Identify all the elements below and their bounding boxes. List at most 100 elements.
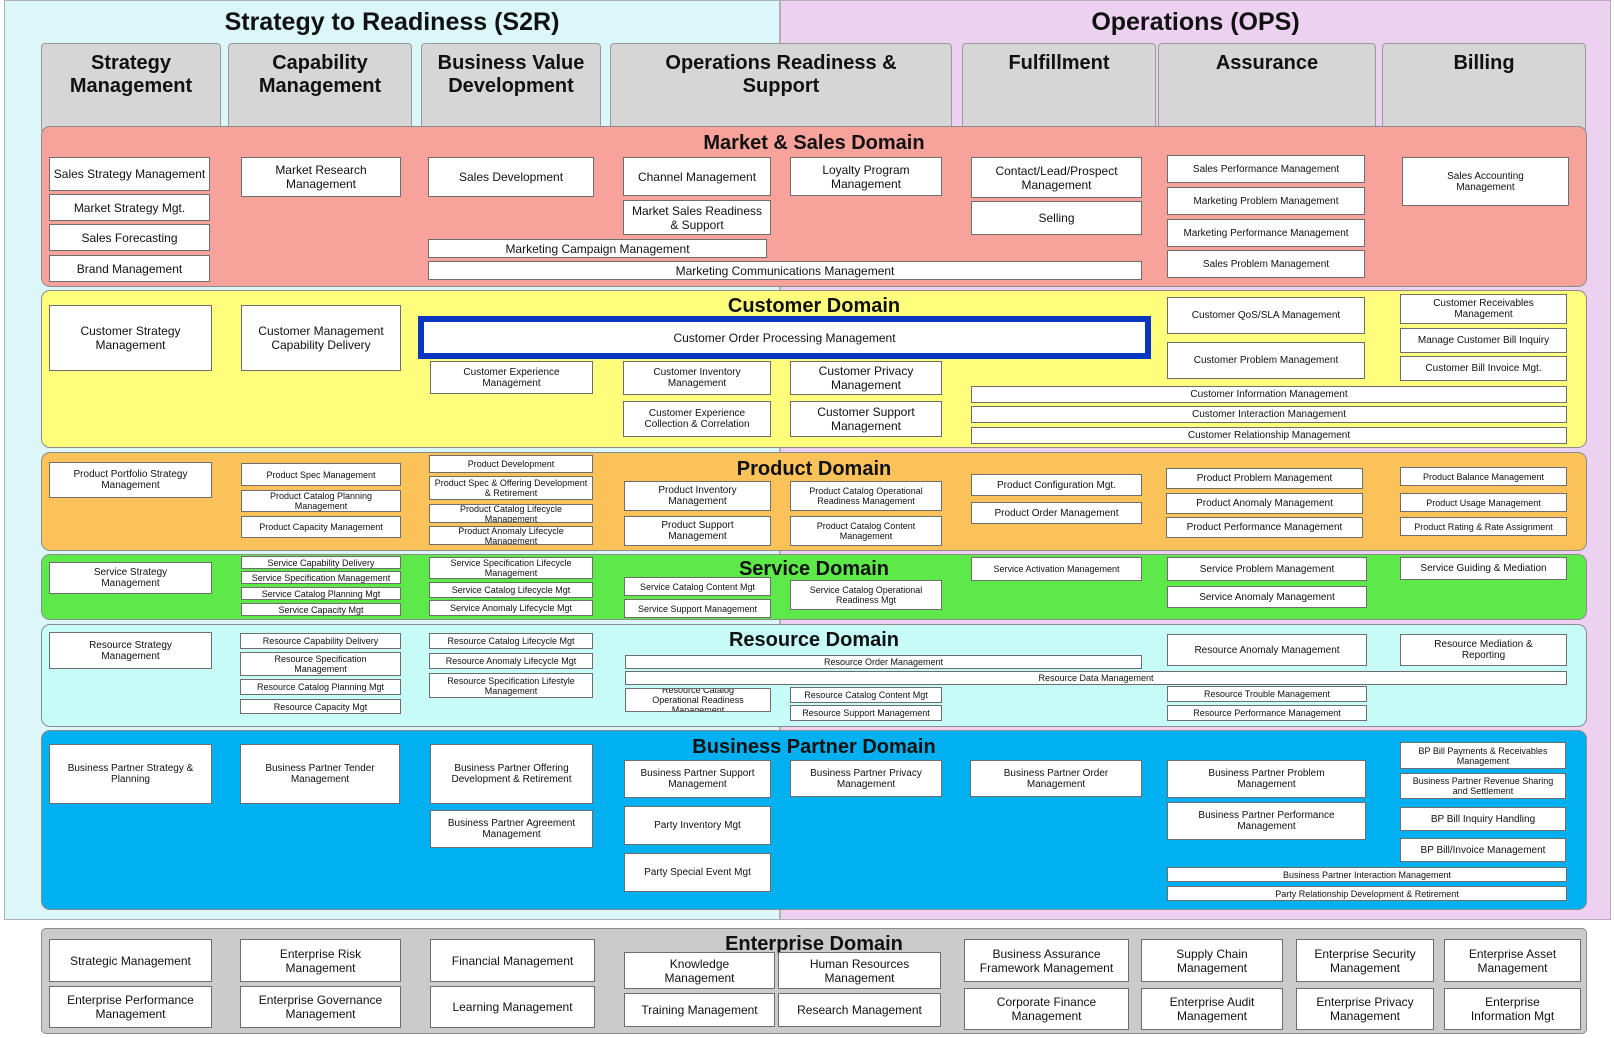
box-enterprise-audit-management[interactable]: Enterprise Audit Management: [1141, 988, 1283, 1030]
box-product-inventory-management[interactable]: Product Inventory Management: [624, 481, 771, 511]
box-business-partner-interaction-management[interactable]: Business Partner Interaction Management: [1167, 867, 1567, 882]
box-party-relationship-development-retirement[interactable]: Party Relationship Development & Retirem…: [1167, 886, 1567, 901]
box-financial-management[interactable]: Financial Management: [430, 939, 595, 982]
box-resource-capability-delivery[interactable]: Resource Capability Delivery: [240, 633, 401, 649]
box-bp-bill-invoice-management[interactable]: BP Bill/Invoice Management: [1400, 838, 1566, 862]
box-customer-problem-management[interactable]: Customer Problem Management: [1167, 342, 1365, 379]
box-product-spec-offering-development-retirement[interactable]: Product Spec & Offering Development & Re…: [429, 476, 593, 500]
box-customer-interaction-management[interactable]: Customer Interaction Management: [971, 406, 1567, 423]
box-resource-order-management[interactable]: Resource Order Management: [625, 655, 1142, 669]
box-product-rating-rate-assignment[interactable]: Product Rating & Rate Assignment: [1400, 517, 1567, 536]
box-customer-bill-invoice-mgt[interactable]: Customer Bill Invoice Mgt.: [1400, 356, 1567, 381]
box-resource-anomaly-management[interactable]: Resource Anomaly Management: [1167, 634, 1367, 666]
box-resource-anomaly-lifecycle-mgt[interactable]: Resource Anomaly Lifecycle Mgt: [429, 653, 593, 669]
box-product-capacity-management[interactable]: Product Capacity Management: [241, 516, 401, 538]
box-product-catalog-operational-readiness-management[interactable]: Product Catalog Operational Readiness Ma…: [790, 481, 942, 511]
box-business-partner-performance-management[interactable]: Business Partner Performance Management: [1167, 802, 1366, 840]
box-product-portfolio-strategy-management[interactable]: Product Portfolio Strategy Management: [49, 462, 212, 498]
box-resource-specification-lifestyle-management[interactable]: Resource Specification Lifestyle Managem…: [429, 673, 593, 698]
box-resource-catalog-planning-mgt[interactable]: Resource Catalog Planning Mgt: [240, 679, 401, 695]
box-service-catalog-planning-mgt[interactable]: Service Catalog Planning Mgt: [241, 587, 401, 600]
box-marketing-campaign-management[interactable]: Marketing Campaign Management: [428, 239, 767, 258]
box-service-activation-management[interactable]: Service Activation Management: [971, 557, 1142, 581]
box-service-strategy-management[interactable]: Service Strategy Management: [49, 562, 212, 594]
box-resource-catalog-content-mgt[interactable]: Resource Catalog Content Mgt: [790, 687, 942, 703]
box-sales-problem-management[interactable]: Sales Problem Management: [1167, 250, 1365, 278]
box-product-balance-management[interactable]: Product Balance Management: [1400, 467, 1567, 486]
box-enterprise-risk-management[interactable]: Enterprise Risk Management: [240, 939, 401, 982]
box-business-partner-strategy-planning[interactable]: Business Partner Strategy & Planning: [49, 744, 212, 804]
box-enterprise-security-management[interactable]: Enterprise Security Management: [1296, 939, 1434, 982]
box-service-anomaly-lifecycle-mgt[interactable]: Service Anomaly Lifecycle Mgt: [429, 600, 593, 616]
box-business-partner-problem-management[interactable]: Business Partner Problem Management: [1167, 760, 1366, 798]
box-business-partner-tender-management[interactable]: Business Partner Tender Management: [240, 744, 400, 804]
box-resource-catalog-lifecycle-mgt[interactable]: Resource Catalog Lifecycle Mgt: [429, 633, 593, 649]
box-enterprise-performance-management[interactable]: Enterprise Performance Management: [49, 986, 212, 1028]
box-service-capacity-mgt[interactable]: Service Capacity Mgt: [241, 603, 401, 616]
box-marketing-performance-management[interactable]: Marketing Performance Management: [1167, 219, 1365, 247]
box-customer-management-capability-delivery[interactable]: Customer Management Capability Delivery: [241, 305, 401, 371]
box-research-management[interactable]: Research Management: [778, 993, 941, 1027]
box-loyalty-program-management[interactable]: Loyalty Program Management: [790, 157, 942, 196]
box-product-spec-management[interactable]: Product Spec Management: [241, 463, 401, 486]
box-product-anomaly-management[interactable]: Product Anomaly Management: [1166, 493, 1363, 514]
box-resource-data-management[interactable]: Resource Data Management: [625, 671, 1567, 685]
box-service-guiding-mediation[interactable]: Service Guiding & Mediation: [1400, 557, 1567, 580]
box-contact-lead-prospect-management[interactable]: Contact/Lead/Prospect Management: [971, 157, 1142, 198]
box-customer-qos-sla-management[interactable]: Customer QoS/SLA Management: [1167, 297, 1365, 334]
box-sales-development[interactable]: Sales Development: [428, 157, 594, 197]
box-customer-inventory-management[interactable]: Customer Inventory Management: [623, 361, 771, 395]
box-supply-chain-management[interactable]: Supply Chain Management: [1141, 939, 1283, 982]
box-enterprise-asset-management[interactable]: Enterprise Asset Management: [1444, 939, 1581, 982]
box-brand-management[interactable]: Brand Management: [49, 255, 210, 282]
box-customer-experience-collection-correlation[interactable]: Customer Experience Collection & Correla…: [623, 401, 771, 437]
box-product-problem-management[interactable]: Product Problem Management: [1166, 468, 1363, 489]
box-service-support-management[interactable]: Service Support Management: [624, 599, 771, 618]
box-bp-bill-inquiry-handling[interactable]: BP Bill Inquiry Handling: [1400, 807, 1566, 831]
box-sales-forecasting[interactable]: Sales Forecasting: [49, 224, 210, 251]
box-business-assurance-framework-management[interactable]: Business Assurance Framework Management: [964, 939, 1129, 982]
box-business-partner-privacy-management[interactable]: Business Partner Privacy Management: [790, 760, 942, 797]
box-product-catalog-lifecycle-management[interactable]: Product Catalog Lifecycle Management: [429, 504, 593, 523]
box-business-partner-revenue-sharing-settlement[interactable]: Business Partner Revenue Sharing and Set…: [1400, 773, 1566, 799]
box-business-partner-support-management[interactable]: Business Partner Support Management: [624, 760, 771, 798]
box-resource-mediation-reporting[interactable]: Resource Mediation & Reporting: [1400, 634, 1567, 666]
box-service-specification-management[interactable]: Service Specification Management: [241, 571, 401, 584]
box-resource-support-management[interactable]: Resource Support Management: [790, 705, 942, 721]
box-product-performance-management[interactable]: Product Performance Management: [1166, 517, 1363, 538]
box-resource-catalog-operational-readiness-management[interactable]: Resource Catalog Operational Readiness M…: [625, 688, 771, 712]
box-selling[interactable]: Selling: [971, 201, 1142, 235]
box-product-anomaly-lifecycle-management[interactable]: Product Anomaly Lifecycle Management: [429, 526, 593, 545]
box-resource-strategy-management[interactable]: Resource Strategy Management: [49, 632, 212, 669]
box-business-partner-offering-development-retirement[interactable]: Business Partner Offering Development & …: [430, 744, 593, 804]
box-service-catalog-lifecycle-mgt[interactable]: Service Catalog Lifecycle Mgt: [429, 582, 593, 598]
box-product-configuration-mgt[interactable]: Product Configuration Mgt.: [971, 474, 1142, 496]
box-training-management[interactable]: Training Management: [624, 993, 775, 1027]
box-learning-management[interactable]: Learning Management: [430, 986, 595, 1028]
box-customer-relationship-management[interactable]: Customer Relationship Management: [971, 427, 1567, 444]
box-market-strategy-mgt[interactable]: Market Strategy Mgt.: [49, 194, 210, 221]
box-strategic-management[interactable]: Strategic Management: [49, 939, 212, 982]
box-customer-experience-management[interactable]: Customer Experience Management: [430, 361, 593, 394]
box-market-research-management[interactable]: Market Research Management: [241, 157, 401, 197]
box-customer-order-processing-management[interactable]: Customer Order Processing Management: [418, 316, 1151, 359]
box-service-specification-lifecycle-management[interactable]: Service Specification Lifecycle Manageme…: [429, 557, 593, 579]
box-product-support-management[interactable]: Product Support Management: [624, 516, 771, 546]
box-human-resources-management[interactable]: Human Resources Management: [778, 952, 941, 989]
box-service-catalog-operational-readiness-mgt[interactable]: Service Catalog Operational Readiness Mg…: [790, 580, 942, 610]
box-customer-strategy-management[interactable]: Customer Strategy Management: [49, 305, 212, 371]
box-enterprise-information-mgt[interactable]: Enterprise Information Mgt: [1444, 988, 1581, 1030]
box-service-problem-management[interactable]: Service Problem Management: [1167, 557, 1367, 581]
box-enterprise-privacy-management[interactable]: Enterprise Privacy Management: [1296, 988, 1434, 1030]
box-marketing-communications-management[interactable]: Marketing Communications Management: [428, 261, 1142, 280]
box-product-order-management[interactable]: Product Order Management: [971, 502, 1142, 524]
box-service-anomaly-management[interactable]: Service Anomaly Management: [1167, 586, 1367, 608]
box-customer-receivables-management[interactable]: Customer Receivables Management: [1400, 294, 1567, 324]
box-product-usage-management[interactable]: Product Usage Management: [1400, 493, 1567, 512]
box-party-inventory-mgt[interactable]: Party Inventory Mgt: [624, 806, 771, 845]
box-sales-performance-management[interactable]: Sales Performance Management: [1167, 155, 1365, 183]
box-customer-support-management[interactable]: Customer Support Management: [790, 401, 942, 437]
box-product-catalog-planning-management[interactable]: Product Catalog Planning Management: [241, 490, 401, 512]
box-resource-performance-management[interactable]: Resource Performance Management: [1167, 705, 1367, 721]
box-resource-capacity-mgt[interactable]: Resource Capacity Mgt: [240, 699, 401, 714]
